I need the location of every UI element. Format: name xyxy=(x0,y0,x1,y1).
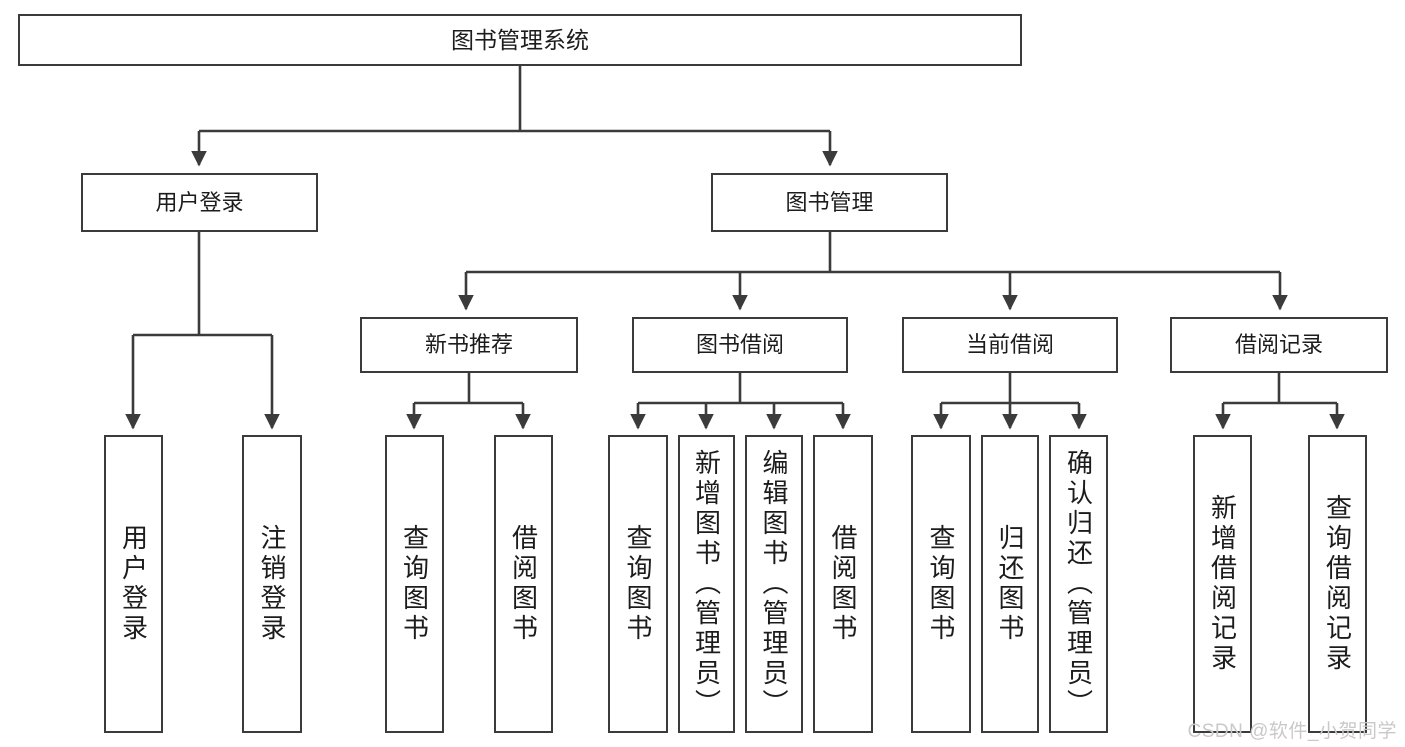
leaf-edit-book-admin[interactable]: 编辑图书（管理员） xyxy=(745,435,803,733)
leaf-user-login-label: 用户登录 xyxy=(118,524,149,644)
leaf-logout[interactable]: 注销登录 xyxy=(242,435,302,733)
node-root-label: 图书管理系统 xyxy=(451,26,589,53)
leaf-edit-book-admin-label: 编辑图书（管理员） xyxy=(759,449,789,719)
node-user-login-label: 用户登录 xyxy=(155,189,244,215)
leaf-confirm-return-admin-label: 确认归还（管理员） xyxy=(1063,449,1094,719)
node-current-borrow[interactable]: 当前借阅 xyxy=(902,317,1118,373)
node-book-management-label: 图书管理 xyxy=(785,189,874,215)
node-current-borrow-label: 当前借阅 xyxy=(965,332,1054,358)
node-book-borrow-label: 图书借阅 xyxy=(695,332,784,358)
leaf-query-book-current[interactable]: 查询图书 xyxy=(911,435,971,733)
leaf-return-book[interactable]: 归还图书 xyxy=(981,435,1039,733)
leaf-query-book-borrow[interactable]: 查询图书 xyxy=(608,435,668,733)
node-user-login[interactable]: 用户登录 xyxy=(81,173,318,232)
leaf-borrow-book[interactable]: 借阅图书 xyxy=(813,435,873,733)
node-new-book-recommend-label: 新书推荐 xyxy=(424,332,513,358)
leaf-query-book-rec[interactable]: 查询图书 xyxy=(385,435,444,733)
leaf-return-book-label: 归还图书 xyxy=(995,524,1025,644)
leaf-confirm-return-admin[interactable]: 确认归还（管理员） xyxy=(1049,435,1108,733)
leaf-query-book-borrow-label: 查询图书 xyxy=(623,524,653,644)
leaf-add-borrow-record[interactable]: 新增借阅记录 xyxy=(1193,435,1252,733)
leaf-user-login[interactable]: 用户登录 xyxy=(104,435,163,733)
node-book-borrow[interactable]: 图书借阅 xyxy=(632,317,848,373)
leaf-query-book-current-label: 查询图书 xyxy=(926,524,956,644)
leaf-logout-label: 注销登录 xyxy=(257,524,287,644)
node-borrow-record[interactable]: 借阅记录 xyxy=(1170,317,1388,373)
node-root[interactable]: 图书管理系统 xyxy=(18,14,1022,66)
node-new-book-recommend[interactable]: 新书推荐 xyxy=(360,317,578,373)
leaf-borrow-book-rec-label: 借阅图书 xyxy=(508,524,539,644)
node-book-management[interactable]: 图书管理 xyxy=(711,173,948,232)
leaf-borrow-book-label: 借阅图书 xyxy=(828,524,858,644)
leaf-query-borrow-record[interactable]: 查询借阅记录 xyxy=(1308,435,1367,733)
leaf-add-book-admin-label: 新增图书（管理员） xyxy=(691,449,722,719)
leaf-query-borrow-record-label: 查询借阅记录 xyxy=(1322,494,1353,674)
leaf-query-book-rec-label: 查询图书 xyxy=(399,524,430,644)
node-borrow-record-label: 借阅记录 xyxy=(1234,332,1323,358)
leaf-add-book-admin[interactable]: 新增图书（管理员） xyxy=(678,435,735,733)
leaf-add-borrow-record-label: 新增借阅记录 xyxy=(1207,494,1238,674)
leaf-borrow-book-rec[interactable]: 借阅图书 xyxy=(494,435,553,733)
